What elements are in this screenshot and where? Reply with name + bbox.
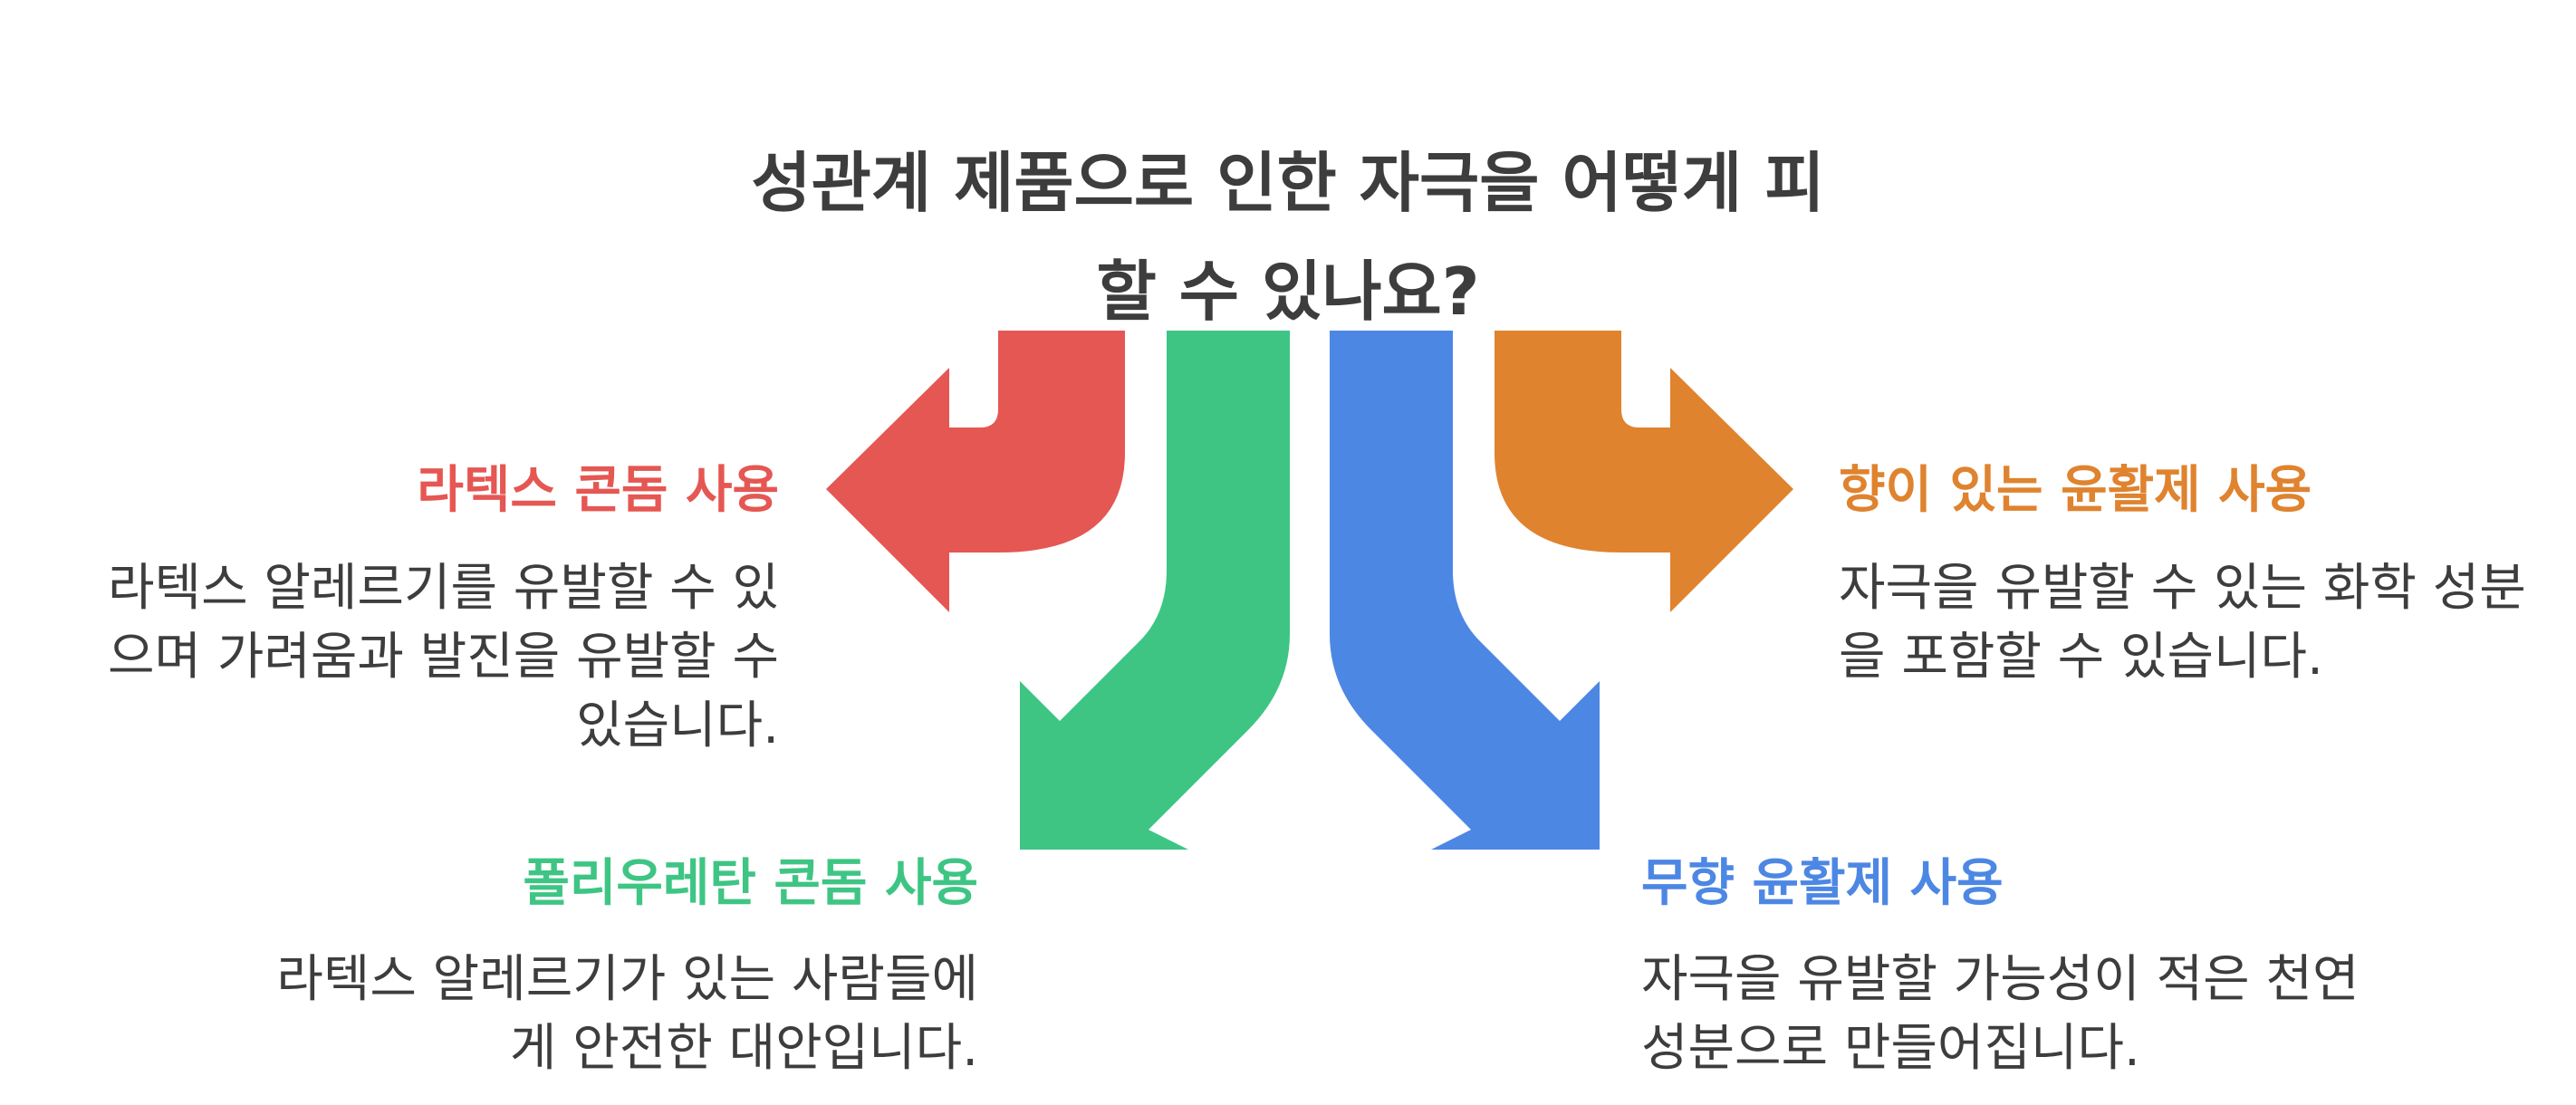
option-desc-unscented-lube: 자극을 유발할 가능성이 적은 천연 성분으로 만들어집니다. [1641,950,2360,1078]
option-heading-scented-lube: 향이 있는 윤활제 사용 [1839,461,2312,520]
green-arrow [1020,331,1290,850]
option-heading-unscented-lube: 무향 윤활제 사용 [1641,854,2004,913]
option-desc-latex-condom: 라텍스 알레르기를 유발할 수 있으며 가려움과 발진을 유발할 수 있습니다. [108,559,779,755]
option-heading-polyurethane-condom: 폴리우레탄 콘돔 사용 [523,854,978,913]
option-heading-latex-condom: 라텍스 콘돔 사용 [417,461,779,520]
red-arrow [826,331,1125,612]
option-desc-polyurethane-condom: 라텍스 알레르기가 있는 사람들에게 안전한 대안입니다. [276,950,978,1078]
blue-arrow [1330,331,1600,850]
orange-arrow [1495,331,1793,612]
option-desc-scented-lube: 자극을 유발할 수 있는 화학 성분을 포함할 수 있습니다. [1839,559,2526,687]
diagram-title: 성관계 제품으로 인한 자극을 어떻게 피할 수 있나요? [751,145,1825,330]
